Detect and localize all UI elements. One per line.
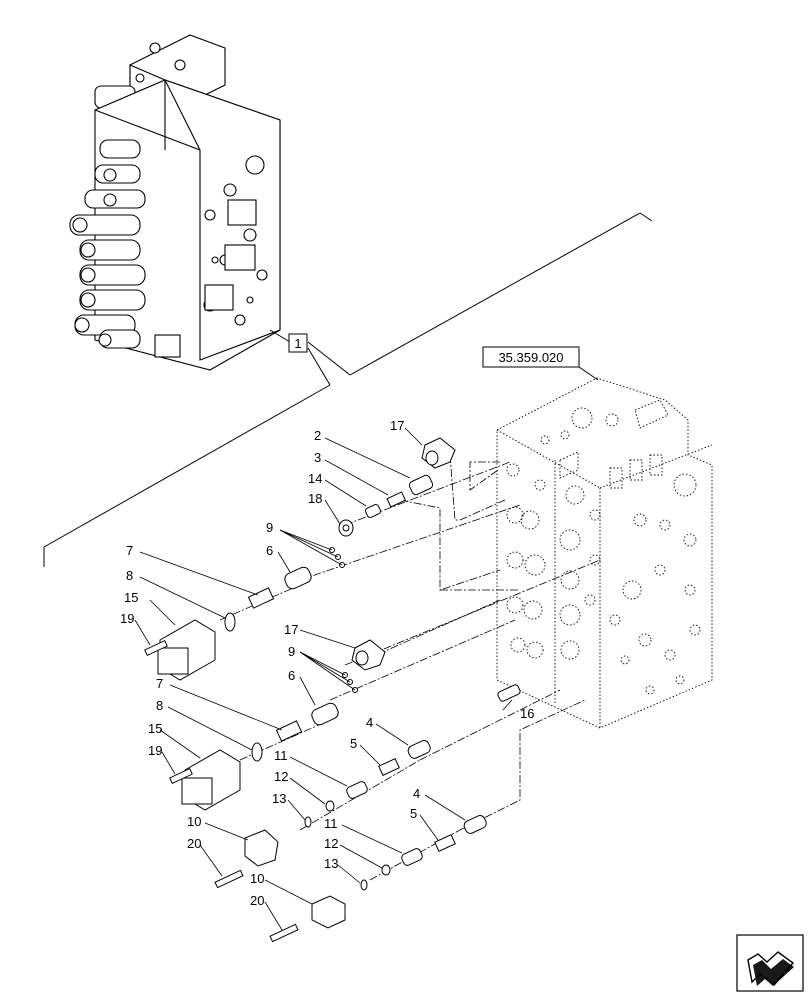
callout-3: 3 xyxy=(314,450,321,465)
bolt-20-lower xyxy=(269,923,299,943)
solenoid-15-upper xyxy=(157,619,216,681)
poppet-11-lower xyxy=(401,848,423,866)
ring-12-lower xyxy=(381,864,391,876)
callout-8: 8 xyxy=(156,698,163,713)
callout-9: 9 xyxy=(266,520,273,535)
spool-4-upper xyxy=(407,740,431,759)
spool-2 xyxy=(408,474,434,496)
solenoid-15-lower xyxy=(181,749,241,811)
orings-9-upper xyxy=(329,547,345,568)
callout-20: 20 xyxy=(187,836,201,851)
callout-14: 14 xyxy=(308,471,322,486)
callout-5: 5 xyxy=(410,806,417,821)
callout-7: 7 xyxy=(156,676,163,691)
callout-15: 15 xyxy=(148,721,162,736)
fitting-16 xyxy=(497,684,521,702)
spring-7-upper xyxy=(247,587,275,609)
control-valve-assembly xyxy=(69,34,281,371)
assembly-callout[interactable]: 1 xyxy=(43,212,653,567)
piston-6-upper xyxy=(284,566,312,590)
callout-4: 4 xyxy=(366,715,373,730)
bolt-19-upper xyxy=(144,639,168,657)
ring-13-lower xyxy=(360,879,368,891)
callout-16: 16 xyxy=(520,706,534,721)
spring-5-lower xyxy=(434,834,456,852)
callout-6: 6 xyxy=(266,543,273,558)
spool-4-lower xyxy=(463,815,487,834)
callout-18: 18 xyxy=(308,491,322,506)
callout-2: 2 xyxy=(314,428,321,443)
callout-12: 12 xyxy=(274,769,288,784)
callout-12: 12 xyxy=(324,836,338,851)
assembly-callout-label: 1 xyxy=(294,336,301,351)
ring-8-lower xyxy=(251,742,263,762)
plug-18 xyxy=(338,519,354,537)
callout-11: 11 xyxy=(274,748,288,763)
callout-4: 4 xyxy=(413,786,420,801)
piston-6-lower xyxy=(311,702,339,726)
cap-10-upper xyxy=(244,829,279,867)
plug-17-lower xyxy=(351,639,386,671)
callout-15: 15 xyxy=(124,590,138,605)
ring-13-upper xyxy=(304,816,312,828)
part-callouts[interactable] xyxy=(134,427,513,931)
callout-7: 7 xyxy=(126,543,133,558)
spring-5-upper xyxy=(378,758,400,776)
cap-10-lower xyxy=(311,895,346,929)
solenoid-stack xyxy=(69,139,146,349)
callout-19: 19 xyxy=(148,743,162,758)
reference-code-link[interactable]: 35.359.020 xyxy=(482,346,599,381)
callout-17: 17 xyxy=(284,622,298,637)
poppet-14 xyxy=(365,503,381,519)
ring-12-upper xyxy=(325,800,335,812)
part-callout-labels[interactable]: 17 2 3 14 18 9 6 7 8 15 19 17 9 6 16 7 8… xyxy=(120,418,534,908)
exploded-parts xyxy=(144,437,521,943)
arrow-icon xyxy=(747,951,795,986)
spring-7-lower xyxy=(275,720,303,742)
bolt-20-upper xyxy=(214,869,244,889)
spring-3 xyxy=(386,491,407,508)
callout-9: 9 xyxy=(288,644,295,659)
callout-13: 13 xyxy=(272,791,286,806)
plug-17-upper xyxy=(421,437,456,469)
bolt-19-lower xyxy=(169,767,193,785)
callout-5: 5 xyxy=(350,736,357,751)
callout-6: 6 xyxy=(288,668,295,683)
callout-8: 8 xyxy=(126,568,133,583)
poppet-11-upper xyxy=(346,781,368,799)
valve-block-phantom xyxy=(496,377,713,729)
reference-code-label: 35.359.020 xyxy=(498,350,563,365)
callout-11: 11 xyxy=(324,816,338,831)
navigation-arrow-button[interactable] xyxy=(736,934,804,992)
callout-10: 10 xyxy=(250,871,264,886)
callout-13: 13 xyxy=(324,856,338,871)
callout-10: 10 xyxy=(187,814,201,829)
callout-17: 17 xyxy=(390,418,404,433)
callout-20: 20 xyxy=(250,893,264,908)
callout-19: 19 xyxy=(120,611,134,626)
ring-8-upper xyxy=(224,612,236,632)
